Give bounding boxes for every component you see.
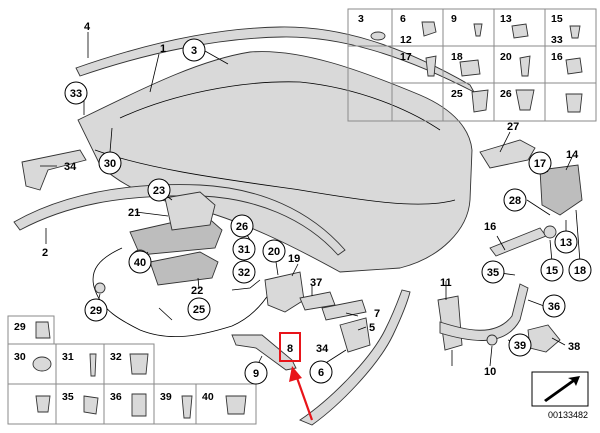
svg-text:35: 35 <box>62 391 74 403</box>
svg-text:29: 29 <box>14 321 26 333</box>
callout-circle-30 <box>98 151 122 175</box>
callout-13: 13 <box>560 237 572 249</box>
callout-19: 19 <box>288 253 300 265</box>
callout-27: 27 <box>507 121 519 133</box>
callout-circle-25 <box>187 297 211 321</box>
bracket-34-left <box>21 149 87 191</box>
callout-33: 33 <box>70 88 82 100</box>
callout-39: 39 <box>514 340 526 352</box>
callout-20: 20 <box>268 246 280 258</box>
callout-circle-28 <box>503 188 527 212</box>
callout-3: 3 <box>191 45 197 57</box>
svg-text:33: 33 <box>551 34 563 46</box>
callout-circle-23 <box>147 178 171 202</box>
callout-circle-36 <box>542 294 566 318</box>
callout-30: 30 <box>104 158 116 170</box>
callout-25: 25 <box>193 304 205 316</box>
callout-circle-31 <box>232 237 256 261</box>
callout-circle-18 <box>568 258 592 282</box>
cable <box>92 247 271 338</box>
highlight-part-8: 8 <box>279 332 301 362</box>
svg-text:16: 16 <box>551 51 563 63</box>
svg-text:25: 25 <box>451 88 463 100</box>
svg-text:18: 18 <box>451 51 463 63</box>
callout-22: 22 <box>191 285 203 297</box>
svg-text:26: 26 <box>500 88 512 100</box>
svg-text:39: 39 <box>160 391 172 403</box>
callout-circle-33 <box>64 81 88 105</box>
callout-circle-9 <box>244 361 268 385</box>
callout-6: 6 <box>318 367 324 379</box>
callout-circle-20 <box>262 239 286 263</box>
callout-34-center: 34 <box>316 343 329 355</box>
callout-9: 9 <box>253 368 259 380</box>
callout-11: 11 <box>440 277 452 289</box>
callout-17: 17 <box>534 158 546 170</box>
parts-grid-bottom-left: 29 30 31 32 35 36 39 40 <box>7 315 257 425</box>
svg-text:6: 6 <box>400 13 406 25</box>
callout-circle-35 <box>481 260 505 284</box>
callout-36: 36 <box>548 301 560 313</box>
callout-circle-32 <box>232 260 256 284</box>
svg-text:20: 20 <box>500 51 512 63</box>
document-id: 00133482 <box>548 410 588 420</box>
callout-18: 18 <box>574 265 586 277</box>
callout-28: 28 <box>509 195 521 207</box>
svg-text:32: 32 <box>110 351 122 363</box>
callout-15: 15 <box>546 265 558 277</box>
lever-10-11 <box>437 283 561 353</box>
callout-1: 1 <box>160 43 166 55</box>
callout-5: 5 <box>369 322 375 334</box>
svg-text:8: 8 <box>287 343 293 355</box>
callout-2: 2 <box>42 247 48 259</box>
svg-text:17: 17 <box>400 51 412 63</box>
callout-35: 35 <box>487 267 499 279</box>
callout-circle-29 <box>84 298 108 322</box>
callout-32: 32 <box>238 267 250 279</box>
callout-38: 38 <box>568 341 580 353</box>
svg-text:13: 13 <box>500 13 512 25</box>
svg-text:3: 3 <box>358 13 364 25</box>
svg-text:36: 36 <box>110 391 122 403</box>
callout-37: 37 <box>310 277 322 289</box>
seal-right <box>299 289 411 426</box>
callout-circle-6 <box>309 360 333 384</box>
callout-circle-26 <box>230 214 254 238</box>
callout-29: 29 <box>90 305 102 317</box>
callout-labels: 1 2 3 4 5 6 7 9 10 11 13 14 15 16 17 18 … <box>42 21 592 385</box>
svg-text:15: 15 <box>551 13 563 25</box>
callout-26: 26 <box>236 221 248 233</box>
callout-4: 4 <box>84 21 91 33</box>
red-arrow-indicator <box>289 366 314 421</box>
callout-circle-13 <box>554 230 578 254</box>
svg-text:31: 31 <box>62 351 74 363</box>
callout-circle-39 <box>508 333 532 357</box>
callout-34-left: 34 <box>64 161 77 173</box>
callout-circle-17 <box>528 151 552 175</box>
direction-arrow-box <box>531 371 589 407</box>
callout-circle-3 <box>182 38 206 62</box>
svg-text:30: 30 <box>14 351 26 363</box>
svg-text:9: 9 <box>451 13 457 25</box>
callout-40: 40 <box>134 257 146 269</box>
callout-31: 31 <box>238 244 250 256</box>
latch-brackets <box>264 271 371 353</box>
callout-10: 10 <box>484 366 496 378</box>
callout-circle-40 <box>128 250 152 274</box>
callout-7: 7 <box>374 308 380 320</box>
svg-text:12: 12 <box>400 34 412 46</box>
svg-text:40: 40 <box>202 391 214 403</box>
callout-23: 23 <box>153 185 165 197</box>
callout-16: 16 <box>484 221 496 233</box>
parts-grid-top-right: 3 6 12 9 13 15 33 17 18 20 25 26 16 <box>347 8 597 122</box>
callout-14: 14 <box>566 149 579 161</box>
callout-circle-15 <box>540 258 564 282</box>
callout-21: 21 <box>128 207 140 219</box>
hinge-mechanism-right <box>479 139 583 257</box>
seal-lower <box>13 184 346 256</box>
